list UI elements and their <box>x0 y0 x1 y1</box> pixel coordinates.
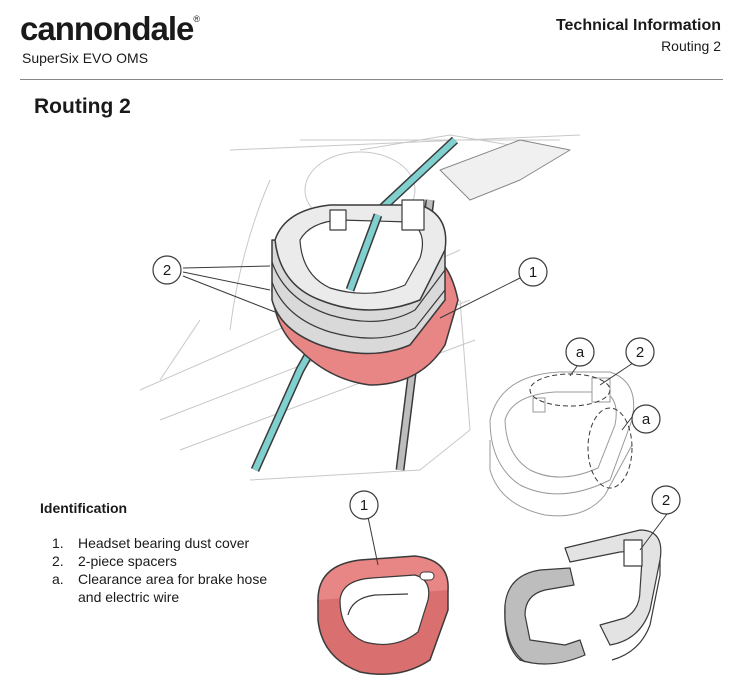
identification-legend: Identification 1. Headset bearing dust c… <box>40 500 270 606</box>
page-title: Routing 2 <box>34 95 131 118</box>
svg-text:2: 2 <box>163 262 171 279</box>
subsection-title: Routing 2 <box>661 38 721 54</box>
callout-clearance-top: a <box>565 337 595 367</box>
model-name: SuperSix EVO OMS <box>22 50 149 66</box>
callout-dust-cover-detail: 1 <box>349 490 379 520</box>
header-info: Technical Information Routing 2 <box>556 17 721 54</box>
list-item-text: Headset bearing dust cover <box>78 535 250 551</box>
brand-logo: cannondale® <box>20 10 200 48</box>
list-item-text: 2-piece spacers <box>78 553 177 569</box>
brand-registered-mark: ® <box>193 14 200 24</box>
callout-clearance-side: a <box>631 404 661 434</box>
svg-text:2: 2 <box>662 492 670 509</box>
brand-name: cannondale <box>20 10 194 47</box>
split-spacer-illustration <box>504 513 668 665</box>
section-title: Technical Information <box>555 17 721 34</box>
svg-text:a: a <box>576 344 585 361</box>
callout-spacers-outline: 2 <box>625 337 655 367</box>
svg-text:1: 1 <box>360 497 368 514</box>
svg-text:2: 2 <box>636 344 644 361</box>
list-item-key: a. <box>52 571 64 587</box>
callout-dust-cover-main: 1 <box>518 257 548 287</box>
list-item-key: 2. <box>52 553 64 569</box>
spacer-outline-illustration <box>489 361 635 517</box>
identification-heading: Identification <box>40 500 128 516</box>
callout-spacers-main: 2 <box>152 255 182 285</box>
list-item: a. Clearance area for brake hose and ele… <box>40 570 270 606</box>
list-item: 2. 2-piece spacers <box>40 552 270 570</box>
list-item-key: 1. <box>52 535 64 551</box>
dust-cover-illustration <box>317 516 449 675</box>
svg-text:a: a <box>642 411 651 428</box>
callout-spacers-detail: 2 <box>651 485 681 515</box>
svg-text:1: 1 <box>529 264 537 281</box>
list-item-text: Clearance area for brake hose and electr… <box>78 571 268 605</box>
header-divider <box>20 79 723 80</box>
headset-assembly-illustration <box>139 134 581 481</box>
identification-list: 1. Headset bearing dust cover 2. 2-piece… <box>40 534 270 606</box>
list-item: 1. Headset bearing dust cover <box>40 534 270 552</box>
